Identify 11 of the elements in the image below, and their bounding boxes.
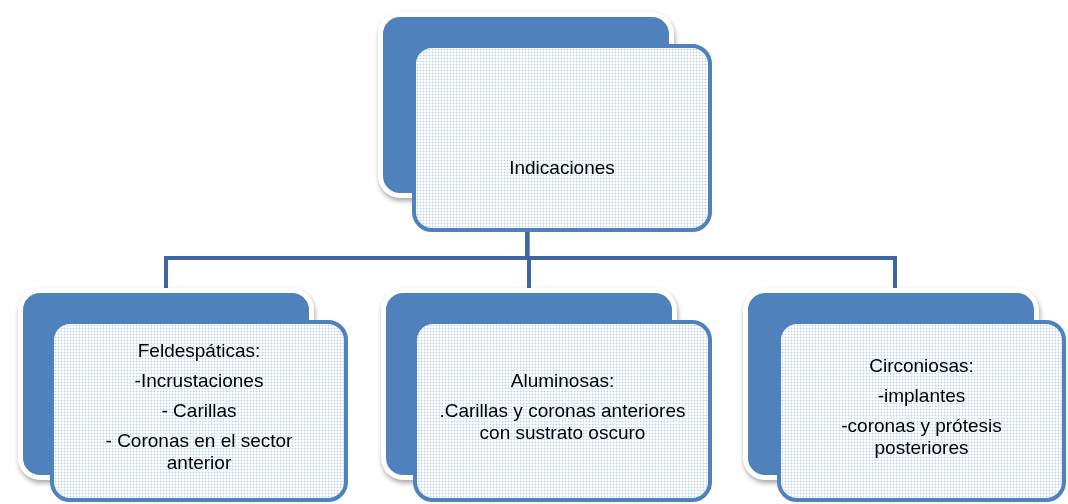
card-text: .Carillas y coronas anteriores con sustrato oscuro <box>438 400 687 444</box>
card-text: - Coronas en el sector anterior <box>104 430 294 474</box>
card-text: -implantes <box>877 385 966 407</box>
card-text: Indicaciones <box>509 157 615 179</box>
connector-line <box>525 232 897 288</box>
card-text: -coronas y prótesis posteriores <box>840 415 1003 459</box>
card-text: Feldespáticas: <box>137 340 261 362</box>
card-text: Circoniosas: <box>869 355 974 377</box>
card-text: Aluminosas: <box>510 370 615 392</box>
card-text: - Carillas <box>161 400 237 422</box>
card-text: -Incrustaciones <box>134 370 264 392</box>
